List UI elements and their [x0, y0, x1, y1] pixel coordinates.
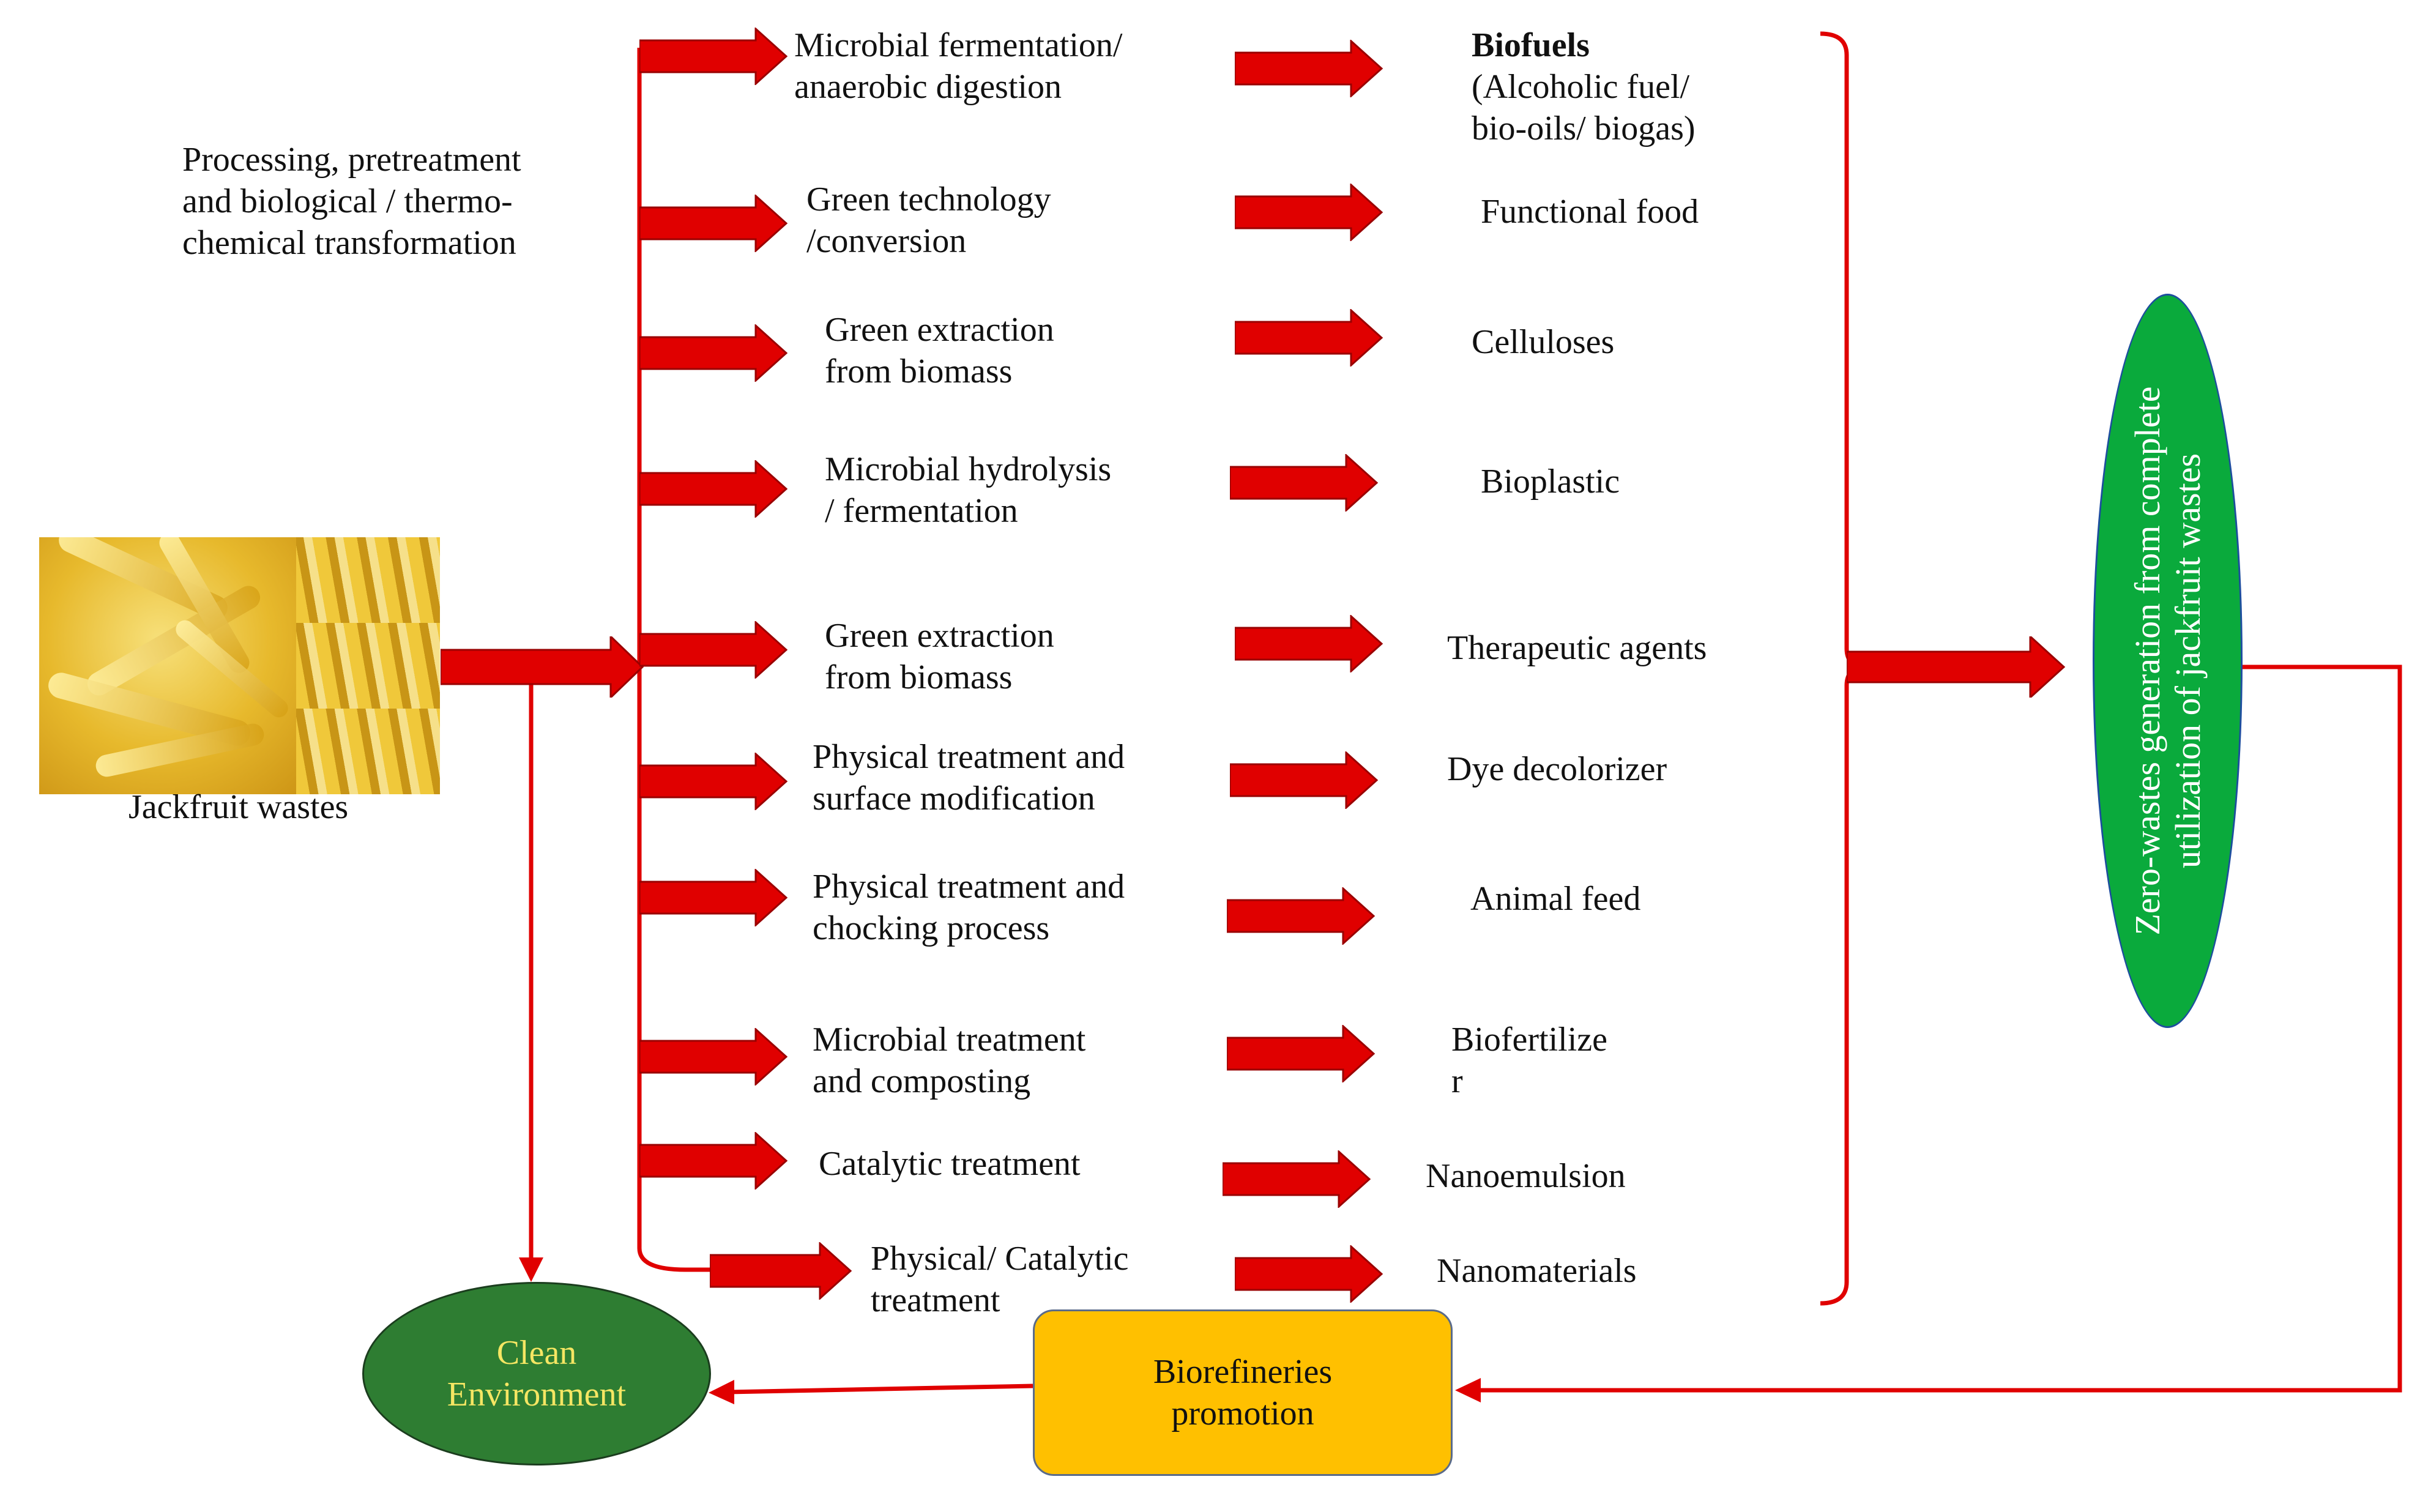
route-7-process-line-2: chocking process [813, 909, 1050, 947]
route-9-product-line-1: Nanoemulsion [1426, 1157, 1626, 1195]
route-5-product-arrow [1235, 615, 1384, 672]
clean-environment-ellipse: Clean Environment [362, 1282, 711, 1465]
route-4-product-arrow [1230, 454, 1379, 512]
jackfruit-waste-photo [39, 537, 440, 794]
source-arrow [441, 636, 646, 698]
route-3-process-arrow [639, 324, 789, 382]
clean-environment-line-2: Environment [447, 1376, 627, 1413]
route-8-product-line-2: r [1451, 1062, 1463, 1100]
route-7-product-arrow [1227, 887, 1376, 945]
route-1-product-line-1: Biofuels [1472, 26, 1590, 64]
trunk-bottom-curve [637, 1248, 710, 1272]
route-9-process-line-1: Catalytic treatment [819, 1145, 1081, 1183]
route-5-product-line-1: Therapeutic agents [1447, 629, 1707, 667]
route-6-process-line-1: Physical treatment and [813, 738, 1125, 776]
route-4-product-line-1: Bioplastic [1481, 463, 1620, 501]
bracket-to-ellipse-arrow [1847, 636, 2067, 698]
route-10-product-line-1: Nanomaterials [1437, 1252, 1637, 1290]
zero-waste-line-2: utilization of jackfruit wastes [2167, 453, 2208, 869]
route-7-process-arrow [639, 869, 789, 926]
route-1-process-line-2: anaerobic digestion [794, 68, 1062, 106]
source-label: Jackfruit wastes [128, 788, 349, 826]
route-10-process-line-1: Physical/ Catalytic [871, 1240, 1129, 1278]
route-8-process-arrow [639, 1028, 789, 1086]
route-9-process-arrow [639, 1132, 789, 1190]
route-3-product-line-1: Celluloses [1472, 323, 1615, 361]
loop-arrowhead [1455, 1378, 1481, 1402]
route-5-process-line-2: from biomass [825, 658, 1013, 696]
route-3-process-line-2: from biomass [825, 352, 1013, 390]
route-2-process-arrow [639, 195, 789, 252]
route-10-product-arrow [1235, 1245, 1384, 1303]
route-2-process-line-2: /conversion [806, 222, 967, 260]
route-7-process-line-1: Physical treatment and [813, 868, 1125, 906]
route-3-process-line-1: Green extraction [825, 311, 1054, 349]
route-6-product-arrow [1230, 751, 1379, 809]
route-6-process-arrow [639, 753, 789, 810]
process-heading-line-2: and biological / thermo- [182, 182, 513, 220]
route-10-process-arrow [710, 1242, 853, 1300]
route-2-process-line-1: Green technology [806, 181, 1051, 218]
zero-waste-text: Zero-wastes generation from complete uti… [2128, 324, 2208, 997]
route-6-process-line-2: surface modification [813, 780, 1095, 817]
process-heading-line-1: Processing, pretreatment [182, 141, 521, 179]
route-4-process-arrow [639, 460, 789, 518]
route-10-process-line-2: treatment [871, 1281, 1000, 1319]
source-down-arrowhead [519, 1257, 543, 1282]
process-heading-line-3: chemical transformation [182, 224, 516, 262]
route-6-product-line-1: Dye decolorizer [1447, 750, 1667, 788]
route-4-process-line-2: / fermentation [825, 492, 1018, 530]
route-8-product-line-1: Biofertilize [1451, 1021, 1608, 1059]
route-1-product-arrow [1235, 40, 1384, 97]
route-5-process-arrow [639, 621, 789, 679]
route-2-product-arrow [1235, 184, 1384, 241]
route-3-product-arrow [1235, 309, 1384, 367]
route-9-product-arrow [1223, 1150, 1372, 1208]
route-8-product-arrow [1227, 1025, 1376, 1082]
biorefineries-line-1: Biorefineries [1153, 1353, 1333, 1391]
bio-to-clean-arrowhead [709, 1380, 734, 1404]
route-7-product-line-1: Animal feed [1470, 880, 1641, 918]
bio-to-clean-line [728, 1384, 1033, 1395]
route-5-process-line-1: Green extraction [825, 617, 1054, 655]
route-1-process-line-1: Microbial fermentation/ [794, 26, 1123, 64]
clean-environment-line-1: Clean [496, 1334, 577, 1372]
route-1-process-arrow [639, 28, 789, 85]
route-1-product-line-3: bio-oils/ biogas) [1472, 110, 1696, 147]
zero-waste-line-1: Zero-wastes generation from complete [2127, 386, 2167, 936]
zero-waste-ellipse: Zero-wastes generation from complete uti… [2093, 294, 2243, 1028]
loop-line [1462, 665, 2402, 1393]
route-8-process-line-2: and composting [813, 1062, 1031, 1100]
biorefineries-line-2: promotion [1171, 1395, 1314, 1432]
route-2-product-line-1: Functional food [1481, 193, 1699, 231]
biorefineries-box: Biorefineries promotion [1033, 1309, 1453, 1476]
route-8-process-line-1: Microbial treatment [813, 1021, 1086, 1059]
route-1-product-line-2: (Alcoholic fuel/ [1472, 68, 1690, 106]
route-4-process-line-1: Microbial hydrolysis [825, 450, 1112, 488]
